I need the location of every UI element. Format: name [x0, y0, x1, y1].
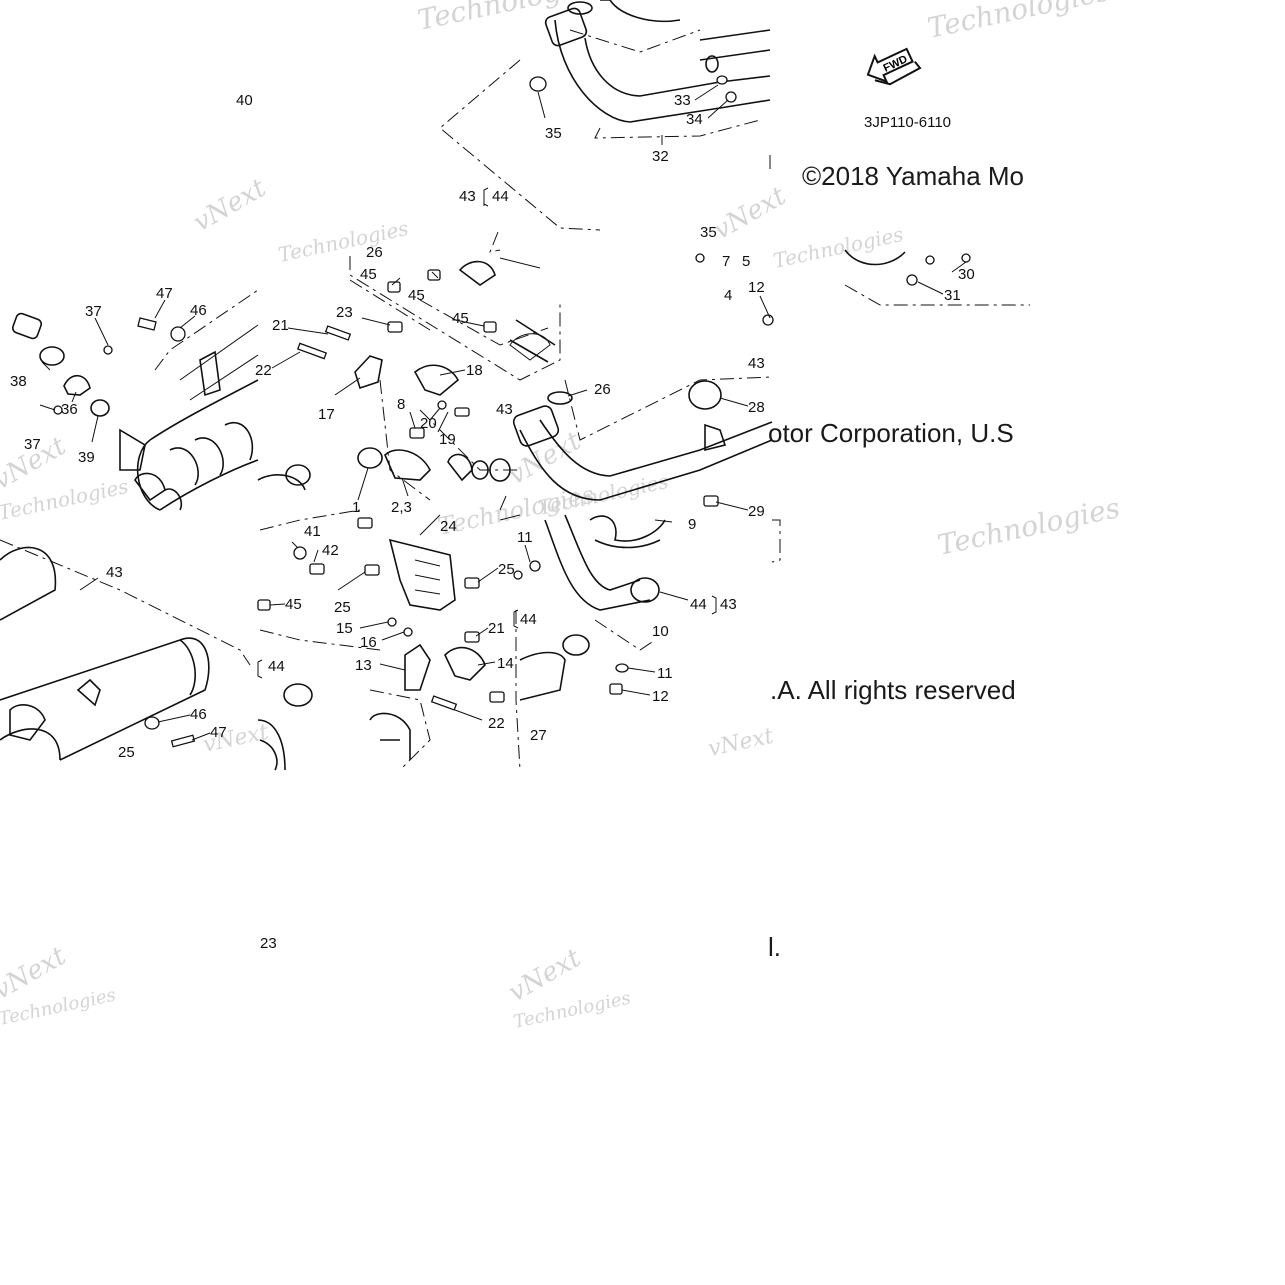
copyright-line-2: otor Corporation, U.S [768, 418, 1014, 448]
callout-label: 12 [748, 279, 765, 296]
callout-label: 45 [285, 596, 302, 613]
callout-label: 43 [459, 188, 476, 205]
watermark-brand: vNext [504, 426, 587, 491]
callout-label: 25 [118, 744, 135, 761]
callout-label: 44 [268, 658, 285, 675]
callout-label: 43 [106, 564, 123, 581]
callout-label: 22 [488, 715, 505, 732]
callout-label: 43 [496, 401, 513, 418]
callout-label: 41 [304, 523, 321, 540]
callout-label: 28 [748, 399, 765, 416]
callout-label: 27 [530, 727, 547, 744]
callout-label: 8 [397, 396, 405, 413]
callout-label: 37 [85, 303, 102, 320]
callout-label: 25 [498, 561, 515, 578]
callout-label: 1 [352, 499, 360, 516]
callout-label: 34 [686, 111, 703, 128]
callout-label: 40 [236, 92, 253, 109]
watermark-brand: vNext [706, 724, 776, 762]
callout-label: 43 [720, 596, 737, 613]
copyright-block: ©2018 Yamaha Mo otor Corporation, U.S .A… [768, 161, 1024, 962]
callout-label: 10 [652, 623, 669, 640]
callout-label: 20 [420, 415, 437, 432]
callout-label: 5 [742, 253, 750, 270]
callout-label: 33 [674, 92, 691, 109]
exhaust-parts [0, 0, 971, 771]
callout-label: 47 [210, 724, 227, 741]
callout-label: 37 [24, 436, 41, 453]
watermark-word: Technologies [771, 222, 905, 273]
watermark-brand: vNext [709, 181, 792, 246]
callout-label: 24 [440, 518, 457, 535]
callout-label: 45 [408, 287, 425, 304]
callout-label: 21 [272, 317, 289, 334]
callout-label: 38 [10, 373, 27, 390]
callout-label: 2,3 [391, 499, 412, 516]
callout-label: 35 [545, 125, 562, 142]
callout-label: 23 [260, 935, 277, 952]
callout-label: 13 [355, 657, 372, 674]
watermark-word: Technologies [536, 469, 670, 520]
callout-label: 4 [724, 287, 732, 304]
callout-label: 45 [360, 266, 377, 283]
callout-label: 25 [334, 599, 351, 616]
callout-label: 14 [497, 655, 514, 672]
callout-label: 26 [594, 381, 611, 398]
callout-label: 30 [958, 266, 975, 283]
callout-label: 39 [78, 449, 95, 466]
watermark-word: Technologies [925, 0, 1113, 45]
callout-label: 15 [336, 620, 353, 637]
callout-label: 23 [336, 304, 353, 321]
watermark-group: Technologies Technologies vNext vNext Te… [0, 0, 1123, 1033]
callout-label: 46 [190, 302, 207, 319]
copyright-line-3: .A. All rights reserved [770, 675, 1016, 705]
callout-label: 44 [520, 611, 537, 628]
callout-label: 18 [466, 362, 483, 379]
callout-label: 44 [492, 188, 509, 205]
callout-label: 7 [722, 253, 730, 270]
callout-label: 17 [318, 406, 335, 423]
callout-label: 47 [156, 285, 173, 302]
callout-label: 29 [748, 503, 765, 520]
callout-label: 19 [439, 431, 456, 448]
bracket-marks [257, 187, 717, 679]
part-code: 3JP110-6110 [864, 114, 951, 131]
watermark-word: Technologies [276, 216, 410, 267]
callout-label: 11 [657, 665, 673, 682]
callout-label: 21 [488, 620, 505, 637]
callout-label: 42 [322, 542, 339, 559]
callout-label: 12 [652, 688, 669, 705]
fwd-label: FWD [882, 53, 910, 74]
watermark-brand: vNext [189, 173, 272, 238]
callout-label: 26 [366, 244, 383, 261]
callout-label: 43 [748, 355, 765, 372]
copyright-line-1: ©2018 Yamaha Mo [802, 161, 1024, 191]
fwd-arrow-icon: FWD [866, 47, 922, 86]
callout-label: 35 [700, 224, 717, 241]
leader-lines [39, 84, 967, 741]
copyright-line-4: l. [768, 932, 781, 962]
assembly-frames [0, 29, 1030, 771]
callout-label: 16 [360, 634, 377, 651]
callout-labels: 1 2,3 4 5 7 8 9 10 11 11 12 12 13 14 15 … [10, 92, 975, 952]
callout-label: 22 [255, 362, 272, 379]
callout-label: 9 [688, 516, 696, 533]
callout-label: 11 [517, 529, 533, 546]
watermark-word: Technologies [935, 491, 1123, 562]
callout-label: 31 [944, 287, 961, 304]
callout-label: 36 [61, 401, 78, 418]
callout-label: 46 [190, 706, 207, 723]
callout-label: 45 [452, 310, 469, 327]
callout-label: 32 [652, 148, 669, 165]
callout-label: 44 [690, 596, 707, 613]
